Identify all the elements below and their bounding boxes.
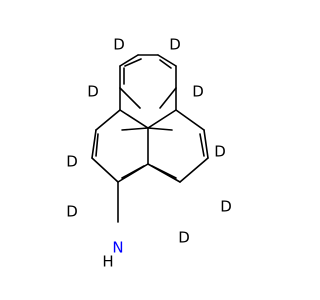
atom-label-d-top-left: D (113, 36, 125, 54)
atom-label-d-bottom-right: D (178, 229, 190, 247)
atom-label-amine-h: H (102, 253, 113, 271)
bond-9 (159, 59, 172, 69)
bond-5 (159, 87, 177, 109)
bond-15 (121, 127, 149, 131)
bond-17 (95, 109, 121, 131)
bond-22 (95, 133, 99, 157)
molecule-structure: D D D D D D D D D NH (66, 36, 232, 271)
bond-layer (91, 54, 209, 223)
bond-3 (157, 54, 177, 67)
bond-19 (91, 157, 119, 183)
atom-label-d-upper-left: D (87, 83, 99, 101)
atom-label-d-lower-right: D (220, 198, 232, 216)
atom-label-n: N (112, 239, 123, 257)
bond-18 (91, 129, 97, 159)
bond-14 (147, 109, 177, 129)
bond-24 (203, 129, 209, 159)
atom-label-d-top-right: D (169, 36, 181, 54)
bond-16 (147, 127, 173, 131)
bond-1 (119, 54, 139, 67)
atom-label-d-upper-right: D (192, 83, 204, 101)
bond-6 (119, 87, 141, 109)
bond-27 (199, 133, 205, 157)
bond-25 (179, 157, 209, 183)
bond-23 (175, 109, 205, 131)
label-layer: D D D D D D D D D NH (66, 36, 232, 271)
atom-label-d-lower-left: D (66, 203, 78, 221)
atom-label-d-mid-left: D (66, 153, 78, 171)
bond-8 (124, 58, 142, 67)
atom-label-d-mid-right: D (214, 143, 226, 161)
bond-28 (121, 165, 145, 179)
bond-29 (151, 165, 177, 179)
bond-13 (119, 109, 149, 129)
